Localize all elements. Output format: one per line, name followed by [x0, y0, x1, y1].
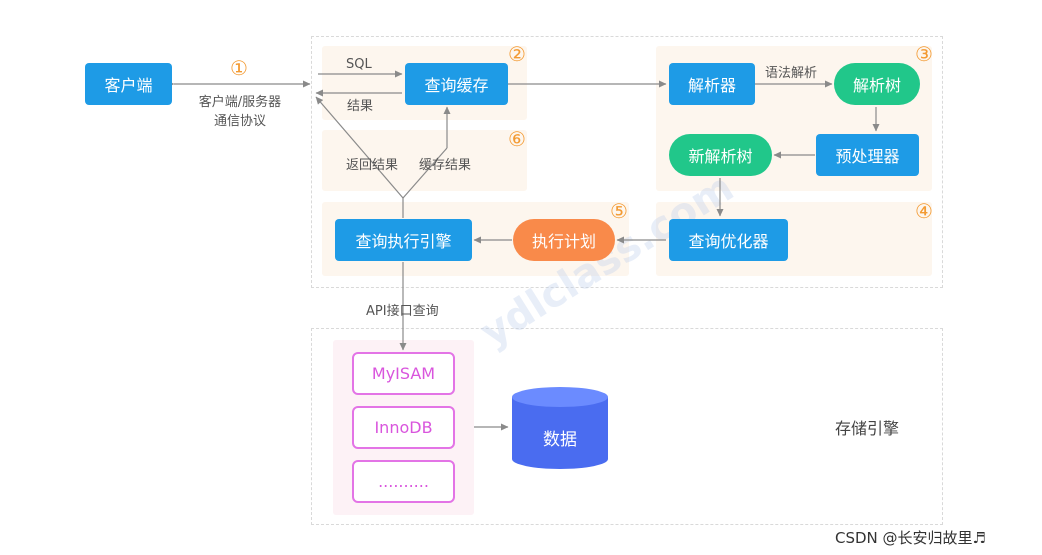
client-box: 客户端 [85, 63, 172, 105]
preprocessor-box: 预处理器 [816, 134, 919, 176]
exec-engine-box: 查询执行引擎 [335, 219, 472, 261]
engine-myisam: MyISAM [352, 352, 455, 395]
api-query-label: API接口查询 [366, 304, 439, 319]
sql-label: SQL [346, 57, 372, 72]
optimizer-box: 查询优化器 [669, 219, 788, 261]
step-2: ② [508, 42, 526, 66]
storage-engine-label: 存储引擎 [835, 419, 900, 438]
parse-tree-pill: 解析树 [834, 63, 920, 105]
return-result-label: 返回结果 [346, 158, 399, 173]
syntax-parse-label: 语法解析 [765, 66, 818, 81]
data-label: 数据 [543, 430, 577, 450]
exec-plan-pill: 执行计划 [513, 219, 615, 261]
result-label: 结果 [347, 99, 374, 114]
engine-innodb: InnoDB [352, 406, 455, 449]
engine-more: .......... [352, 460, 455, 503]
cache-result-panel [322, 130, 527, 191]
cache-result-label: 缓存结果 [419, 158, 472, 173]
protocol-label: 客户端/服务器 通信协议 [198, 95, 282, 129]
data-cylinder [512, 387, 608, 469]
step-3: ③ [915, 42, 933, 66]
step-1: ① [230, 56, 248, 80]
parser-box: 解析器 [669, 63, 755, 105]
step-4: ④ [915, 199, 933, 223]
server-layer-region [311, 36, 943, 288]
step-5: ⑤ [610, 199, 628, 223]
cache-result-arrow [402, 147, 448, 199]
new-parse-tree-pill: 新解析树 [669, 134, 772, 176]
step-6: ⑥ [508, 127, 526, 151]
query-cache-box: 查询缓存 [405, 63, 508, 105]
credit-text: CSDN @长安归故里♬ [835, 529, 986, 547]
return-result-arrow [315, 96, 404, 199]
storage-layer-region [311, 328, 943, 525]
